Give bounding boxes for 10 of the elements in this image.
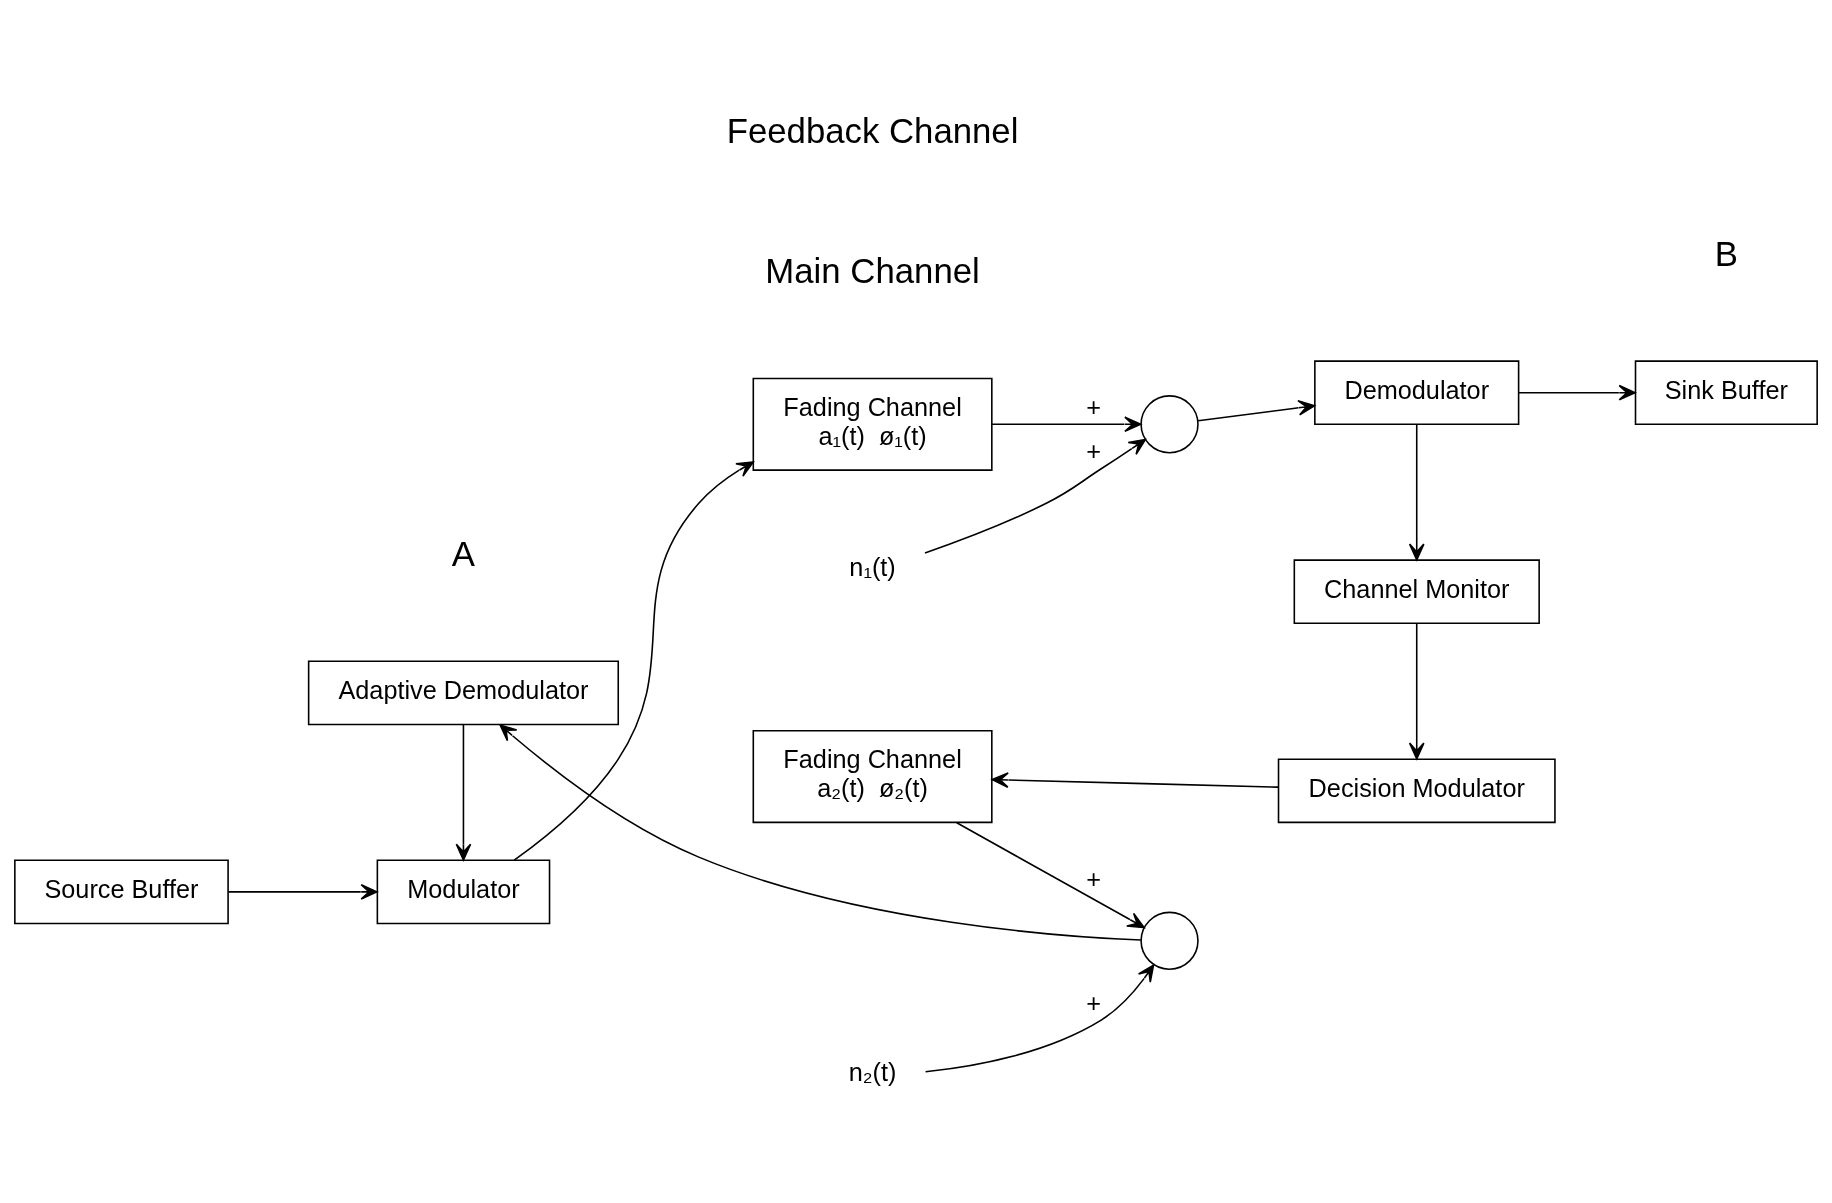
edge-label: +	[1086, 392, 1102, 421]
label: B	[1714, 234, 1738, 273]
node-text: n₁(t)	[849, 552, 896, 581]
edge-label: +	[1086, 988, 1102, 1017]
edge-label: +	[1086, 436, 1102, 465]
label: Feedback Channel	[726, 110, 1019, 149]
label: A	[451, 534, 476, 573]
label: Main Channel	[765, 251, 980, 290]
edge-label: +	[1086, 864, 1102, 893]
node-text: n₂(t)	[848, 1057, 897, 1086]
